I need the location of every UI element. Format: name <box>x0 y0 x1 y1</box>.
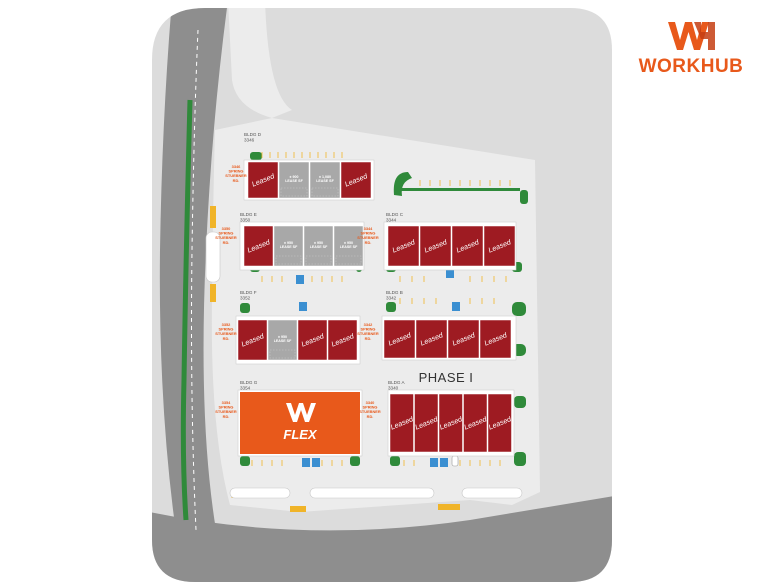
unit-b-3[interactable]: Leased <box>447 319 480 359</box>
workhub-logo: WORKHUB <box>636 18 746 78</box>
building-name: BLDG B <box>386 290 403 295</box>
building-number: 3352 <box>240 296 251 301</box>
brand-word-work: WORK <box>638 56 701 77</box>
brand-word-hub: HUB <box>700 56 744 77</box>
curb-islands <box>205 231 523 499</box>
building-number: 3344 <box>386 218 397 223</box>
wh-logo-icon <box>668 22 715 50</box>
unit-f-1[interactable]: Leased <box>237 319 268 361</box>
flex-unit[interactable] <box>240 392 360 454</box>
unit-b-1[interactable]: Leased <box>383 319 416 359</box>
building-name: BLDG D <box>244 132 262 137</box>
phase-label: PHASE I <box>419 370 474 385</box>
car-icon <box>451 455 459 467</box>
unit-c-4[interactable]: Leased <box>483 225 516 267</box>
road-bottom <box>152 495 612 582</box>
unit-f-4[interactable]: Leased <box>327 319 358 361</box>
building-number: 3342 <box>386 296 397 301</box>
flex-logo-icon <box>286 403 316 422</box>
unit-f-3[interactable]: Leased <box>297 319 328 361</box>
unit-e-1[interactable]: Leased <box>243 225 274 267</box>
building-number: 3350 <box>240 218 251 223</box>
unit-b-2[interactable]: Leased <box>415 319 448 359</box>
unit-d-4[interactable]: Leased <box>340 161 372 199</box>
unit-b-4[interactable]: Leased <box>479 319 512 359</box>
road-median <box>180 99 193 521</box>
unit-a-5[interactable]: Leased <box>487 393 513 453</box>
building-name: BLDG A <box>388 380 406 385</box>
building-name: BLDG C <box>386 212 404 217</box>
building-number: 3354 <box>240 386 251 391</box>
building-name: BLDG E <box>240 212 257 217</box>
accessible-parking <box>296 269 460 467</box>
building-number: 3346 <box>244 138 255 143</box>
unit-d-1[interactable]: Leased <box>247 161 279 199</box>
brand-wordmark: WORKHUB <box>636 56 746 78</box>
flex-label: FLEX <box>283 427 318 442</box>
unit-a-2[interactable]: Leased <box>414 393 440 453</box>
unit-c-2[interactable]: Leased <box>419 225 452 267</box>
building-name: BLDG G <box>240 380 258 385</box>
crosswalks <box>210 206 460 512</box>
unit-a-3[interactable]: Leased <box>438 393 464 453</box>
road-left <box>159 8 228 560</box>
unit-a-1[interactable]: Leased <box>389 393 415 453</box>
unit-c-1[interactable]: Leased <box>387 225 420 267</box>
building-name: BLDG F <box>240 290 257 295</box>
unit-c-3[interactable]: Leased <box>451 225 484 267</box>
unit-a-4[interactable]: Leased <box>463 393 489 453</box>
building-number: 3340 <box>388 386 399 391</box>
